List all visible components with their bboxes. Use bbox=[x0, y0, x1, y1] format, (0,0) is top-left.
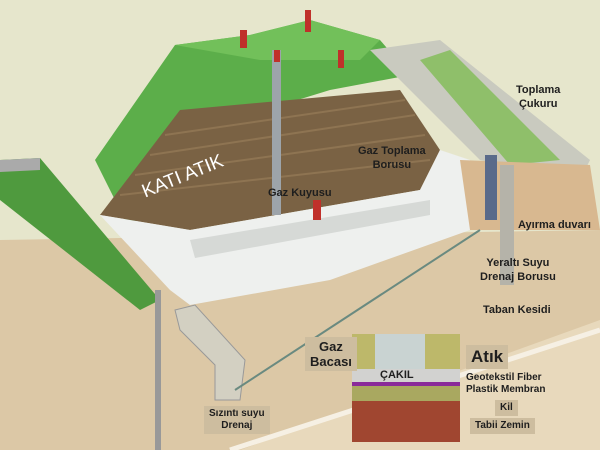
gas-vent-label: Gaz Bacası bbox=[305, 337, 357, 371]
back-hill-top bbox=[175, 20, 380, 60]
liner-cross-section-inset bbox=[352, 334, 460, 442]
separation-wall-label: Ayırma duvarı bbox=[518, 219, 591, 231]
membrane-label: Plastik Membran bbox=[466, 384, 546, 395]
groundwater-drain-line2: Drenaj Borusu bbox=[480, 271, 556, 283]
liner-berm bbox=[190, 200, 430, 258]
collection-sump-line1: Toplama bbox=[516, 84, 561, 96]
gas-vent-line1: Gaz bbox=[319, 339, 343, 354]
gas-vent-line2: Bacası bbox=[310, 354, 352, 369]
waste-layer-label: Atık bbox=[466, 345, 509, 369]
back-hill bbox=[95, 20, 410, 230]
groundwater-drain-label: Yeraltı Suyu Drenaj Borusu bbox=[480, 256, 556, 284]
leachate-drain-box bbox=[174, 304, 246, 401]
left-post bbox=[155, 290, 161, 450]
collection-sump-label: Toplama Çukuru bbox=[516, 83, 560, 111]
right-slope-grass bbox=[420, 50, 560, 165]
drain-pipe bbox=[234, 229, 481, 391]
leachate-drain-line1: Sızıntı suyu bbox=[209, 408, 265, 419]
leachate-drain-label: Sızıntı suyu Drenaj bbox=[204, 406, 270, 434]
collection-sump-line2: Çukuru bbox=[518, 98, 558, 110]
natural-ground-label: Tabii Zemin bbox=[470, 418, 535, 434]
left-outer-slope-edge bbox=[0, 158, 40, 172]
gas-collection-pipe-line2: Borusu bbox=[372, 159, 412, 171]
gas-well-pipes bbox=[240, 10, 344, 220]
collection-sump-shaft bbox=[485, 155, 497, 220]
gas-collection-pipe-label: Gaz Toplama Borusu bbox=[358, 144, 426, 172]
left-outer-slope bbox=[0, 158, 160, 310]
gravel-layer-label: ÇAKIL bbox=[380, 369, 414, 381]
clay-label: Kil bbox=[495, 400, 518, 416]
base-section-label: Taban Kesidi bbox=[483, 304, 551, 316]
separation-wall-shape bbox=[500, 165, 514, 285]
groundwater-drain-line1: Yeraltı Suyu bbox=[486, 257, 550, 269]
gas-well-label: Gaz Kuyusu bbox=[268, 187, 332, 199]
gas-collection-pipe-line1: Gaz Toplama bbox=[358, 145, 426, 157]
geotextile-label: Geotekstil Fiber bbox=[466, 372, 542, 383]
leachate-drain-line2: Drenaj bbox=[221, 420, 253, 431]
